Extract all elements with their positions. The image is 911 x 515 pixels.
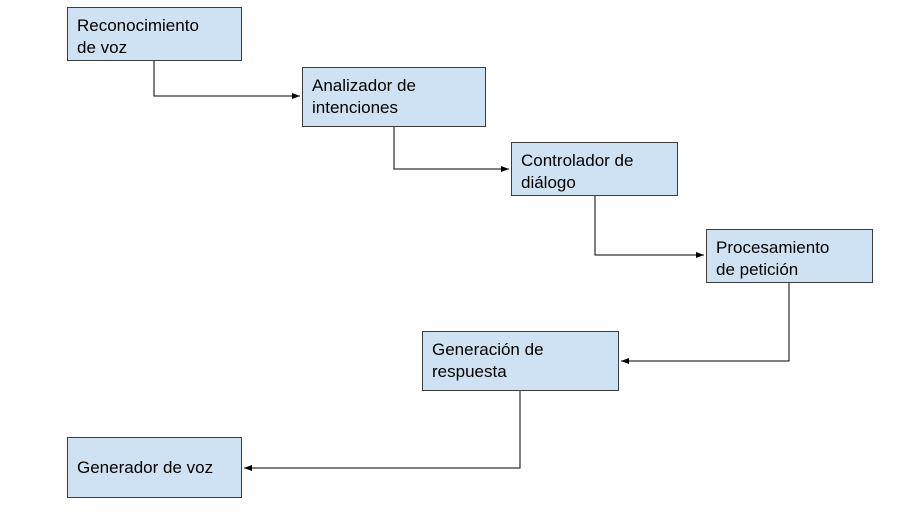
node-label-line: Analizador de [312,76,416,95]
node-generador-de-voz: Generador de voz [67,437,242,498]
node-label-line: Controlador de [521,151,634,170]
node-label-line: Procesamiento [716,238,830,257]
connector-generacion-to-generador [244,391,521,471]
node-label-line: intenciones [312,98,399,117]
node-analizador-de-intenciones: Analizador de intenciones [302,67,486,127]
node-label-line: de petición [716,260,799,279]
node-label-line: de voz [77,38,128,57]
node-label-line: Reconocimiento [77,16,199,35]
node-generacion-de-respuesta: Generación de respuesta [422,331,619,391]
node-label-line: Generación de [432,340,544,359]
node-label-line: respuesta [432,362,507,381]
node-procesamiento-de-peticion: Procesamiento de petición [706,229,873,283]
node-controlador-de-dialogo: Controlador de diálogo [511,142,678,196]
node-label-line: Generador de voz [77,457,214,477]
connector-reconocimiento-to-analizador [153,61,300,99]
node-label-line: diálogo [521,173,576,192]
node-reconocimiento-de-voz: Reconocimiento de voz [67,7,242,61]
connector-analizador-to-controlador [393,127,509,172]
connector-controlador-to-procesamiento [594,196,704,258]
connector-procesamiento-to-generacion [621,283,790,364]
